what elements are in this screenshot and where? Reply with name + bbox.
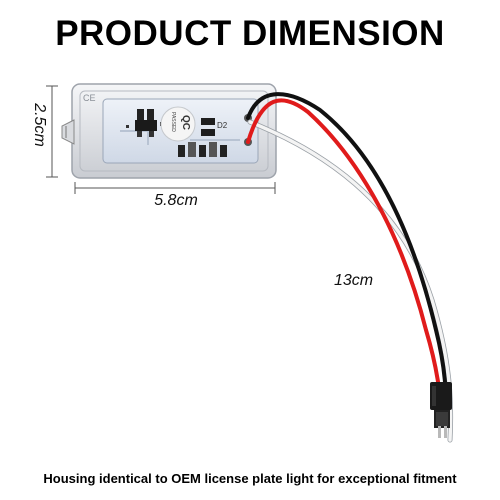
qc-passed-sticker: QC PASSED <box>160 106 196 142</box>
passed-label: PASSED <box>170 112 176 132</box>
pcb-board: QC PASSED D2 <box>102 98 259 164</box>
cable-bundle <box>246 92 454 443</box>
height-dimension-line <box>46 85 58 178</box>
resistor-icon: D2 <box>201 118 228 136</box>
smd-components <box>178 142 227 157</box>
cable-length-label: 13cm <box>334 272 374 289</box>
qc-label: QC <box>180 115 191 130</box>
width-label: 5.8cm <box>154 192 198 209</box>
height-label: 2.5cm <box>31 103 48 147</box>
connector-plug-icon <box>430 382 452 438</box>
black-wire <box>246 92 448 412</box>
ce-mark: CE <box>83 93 96 103</box>
width-dimension-line <box>74 182 276 194</box>
page-title: PRODUCT DIMENSION <box>55 14 445 53</box>
caption-text: Housing identical to OEM license plate l… <box>43 471 457 486</box>
ref-label: D2 <box>217 121 228 130</box>
red-wire <box>246 98 443 412</box>
